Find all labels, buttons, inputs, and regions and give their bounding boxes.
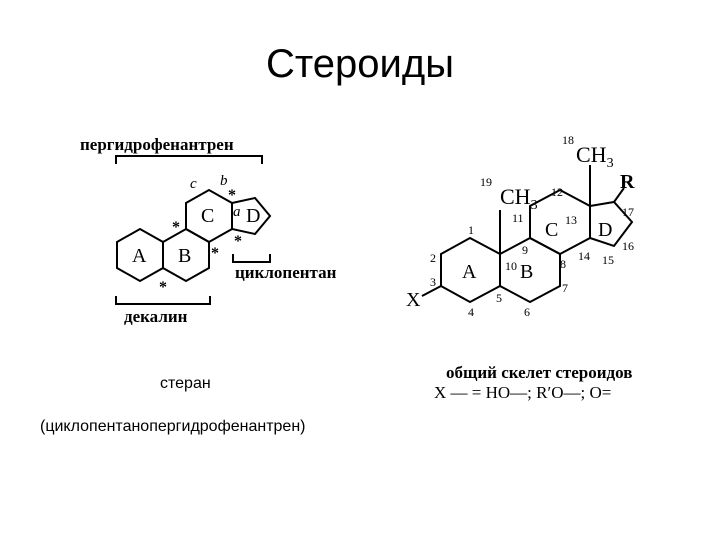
atom-18: 18 <box>562 133 574 147</box>
atom-6: 6 <box>524 305 530 319</box>
ch3-18: CH3 <box>576 142 614 171</box>
steran-caption: стеран <box>160 375 211 392</box>
skeleton-ring-b-label: B <box>520 261 533 283</box>
r-bond <box>613 187 625 203</box>
atom-7: 7 <box>562 281 568 295</box>
skeleton-ring-d-label: D <box>598 219 612 241</box>
pergidro-label: пергидрофенантрен <box>80 135 234 154</box>
ring-a-label: A <box>132 245 147 267</box>
substituent-x: X <box>406 289 421 311</box>
slide-title: Стероиды <box>266 42 454 86</box>
atom-1: 1 <box>468 223 474 237</box>
cyclopentane-label: циклопентан <box>235 263 337 282</box>
atom-19: 19 <box>480 175 492 189</box>
skeleton-label: общий скелет стероидов <box>446 363 632 382</box>
star-5: * <box>159 279 167 296</box>
skeleton-ring-c <box>529 188 591 256</box>
star-1: * <box>228 187 236 204</box>
atom-13: 13 <box>565 213 577 227</box>
mark-b: b <box>220 173 228 189</box>
ring-d-label: D <box>246 205 260 227</box>
mark-c: c <box>190 176 197 192</box>
star-2: * <box>172 219 180 236</box>
skeleton-ring-a-label: A <box>462 261 477 283</box>
atom-17: 17 <box>622 205 634 219</box>
ring-c-label: C <box>201 205 214 227</box>
atom-4: 4 <box>468 305 474 319</box>
atom-9: 9 <box>522 243 528 257</box>
mark-a: a <box>233 204 241 220</box>
atom-14: 14 <box>578 249 590 263</box>
cyclopentane-bracket <box>232 254 271 263</box>
atom-10: 10 <box>505 259 517 273</box>
ring-b-label: B <box>178 245 191 267</box>
star-3: * <box>211 245 219 262</box>
skeleton-ring-d <box>589 200 634 248</box>
atom-3: 3 <box>430 275 436 289</box>
x-definition: X — = HO—; R′O—; O= <box>434 383 611 402</box>
atom-5: 5 <box>496 291 502 305</box>
skeleton-ring-c-label: C <box>545 219 558 241</box>
atom-16: 16 <box>622 239 634 253</box>
x-bond <box>421 285 442 297</box>
atom-15: 15 <box>602 253 614 267</box>
atom-8: 8 <box>560 257 566 271</box>
substituent-r: R <box>620 171 635 193</box>
ch3-19: CH3 <box>500 184 538 213</box>
decalin-bracket <box>115 296 211 305</box>
ring-d <box>231 196 272 236</box>
atom-2: 2 <box>430 251 436 265</box>
atom-11: 11 <box>512 211 524 225</box>
steran-full-caption: (циклопентанопергидрофенантрен) <box>40 418 306 435</box>
steroid-skeleton: CH3 CH3 R X A B C D 1 2 3 4 5 6 7 8 9 10… <box>406 133 635 402</box>
atom-12: 12 <box>551 185 563 199</box>
pergidro-bracket <box>115 155 263 164</box>
star-4: * <box>234 233 242 250</box>
steran-structure: пергидрофенантрен A B C D c b a * * * * … <box>80 135 337 326</box>
decalin-label: декалин <box>124 307 188 326</box>
